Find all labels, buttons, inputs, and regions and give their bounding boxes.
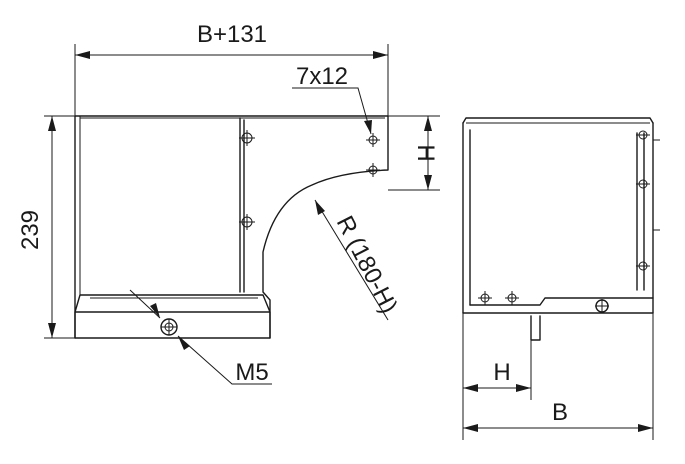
bolt-icon bbox=[239, 130, 255, 146]
dim-hole-size: 7x12 bbox=[292, 63, 372, 135]
side-right-ticks bbox=[653, 139, 660, 231]
dim-screw: M5 bbox=[129, 289, 272, 386]
front-bottom-tray bbox=[74, 294, 271, 339]
dim-side-h-label: H bbox=[493, 359, 510, 386]
bolt-icon bbox=[636, 130, 650, 140]
dim-overall-height: 239 bbox=[17, 115, 75, 339]
slot-hole-icon bbox=[366, 133, 380, 147]
side-view bbox=[462, 117, 660, 341]
front-view bbox=[74, 115, 389, 339]
slot-hole-icon bbox=[366, 163, 380, 177]
dim-side-h: H bbox=[462, 313, 532, 440]
dim-side-b-label: B bbox=[552, 399, 568, 426]
side-top-edge bbox=[462, 117, 654, 124]
bolt-icon bbox=[636, 261, 650, 271]
side-bottom bbox=[462, 297, 654, 314]
bolt-icon bbox=[505, 291, 519, 305]
front-outline bbox=[74, 115, 389, 339]
front-flange bbox=[239, 117, 245, 293]
dim-screw-label: M5 bbox=[235, 359, 268, 386]
dim-top-width-label: B+131 bbox=[197, 21, 267, 48]
side-tab bbox=[530, 315, 541, 341]
screw-icon bbox=[160, 318, 178, 336]
bolt-icon bbox=[636, 179, 650, 189]
side-left-wall bbox=[462, 122, 471, 314]
dim-side-b: B bbox=[463, 313, 654, 440]
dim-radius: R (180-H) bbox=[314, 199, 403, 321]
side-right-wall bbox=[636, 122, 654, 314]
screw-icon bbox=[595, 299, 609, 313]
bolt-icon bbox=[478, 291, 492, 305]
dim-radius-label: R (180-H) bbox=[331, 212, 403, 318]
bolt-icon bbox=[239, 214, 255, 230]
dim-height-h: H bbox=[388, 115, 440, 191]
dim-hole-size-label: 7x12 bbox=[296, 63, 348, 90]
dim-top-width: B+131 bbox=[74, 21, 389, 116]
dim-height-h-label: H bbox=[412, 144, 439, 161]
dim-overall-height-label: 239 bbox=[17, 210, 44, 250]
